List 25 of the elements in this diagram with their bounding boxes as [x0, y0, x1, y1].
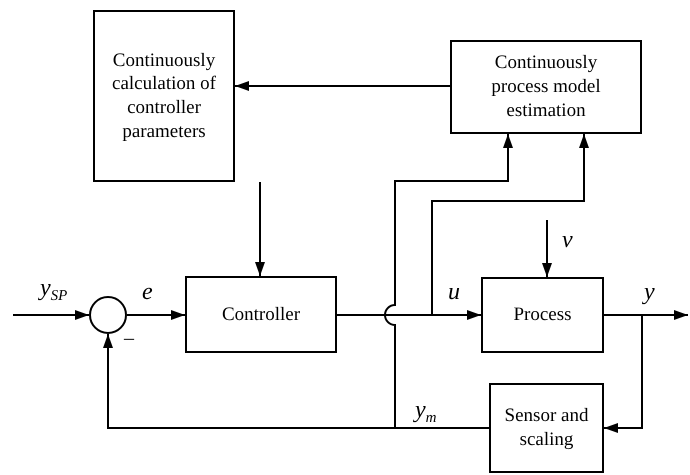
- connector-arrow: [384, 134, 513, 429]
- block-box: [185, 276, 337, 353]
- block-label: Controller: [222, 302, 300, 326]
- block-label: Continuously calculation of controller parameters: [111, 48, 217, 144]
- block-label: Process: [513, 303, 572, 327]
- block-box: [481, 277, 604, 353]
- signal-label: y$_{SP}$: [40, 276, 68, 304]
- connector-arrow: [604, 314, 643, 433]
- connector-arrow: [255, 182, 265, 276]
- signal-label: y$_{m}$: [415, 398, 436, 426]
- block-box: [489, 383, 604, 473]
- connector-arrow: [127, 310, 185, 320]
- signal-label: u: [448, 280, 460, 304]
- signal-label: e: [142, 280, 153, 304]
- signal-label: v: [562, 228, 573, 252]
- block-label: Continuously process model estimation: [490, 51, 602, 123]
- signal-arrow: [542, 220, 552, 277]
- block-box: [93, 10, 235, 182]
- summing-junction: [89, 296, 127, 334]
- signal-arrow: [13, 310, 89, 320]
- connector-arrow: [235, 81, 450, 91]
- signal-label: y: [644, 280, 655, 304]
- minus-sign: –: [124, 328, 134, 348]
- block-box: [450, 40, 642, 134]
- block-label: Sensor and scaling: [504, 404, 590, 452]
